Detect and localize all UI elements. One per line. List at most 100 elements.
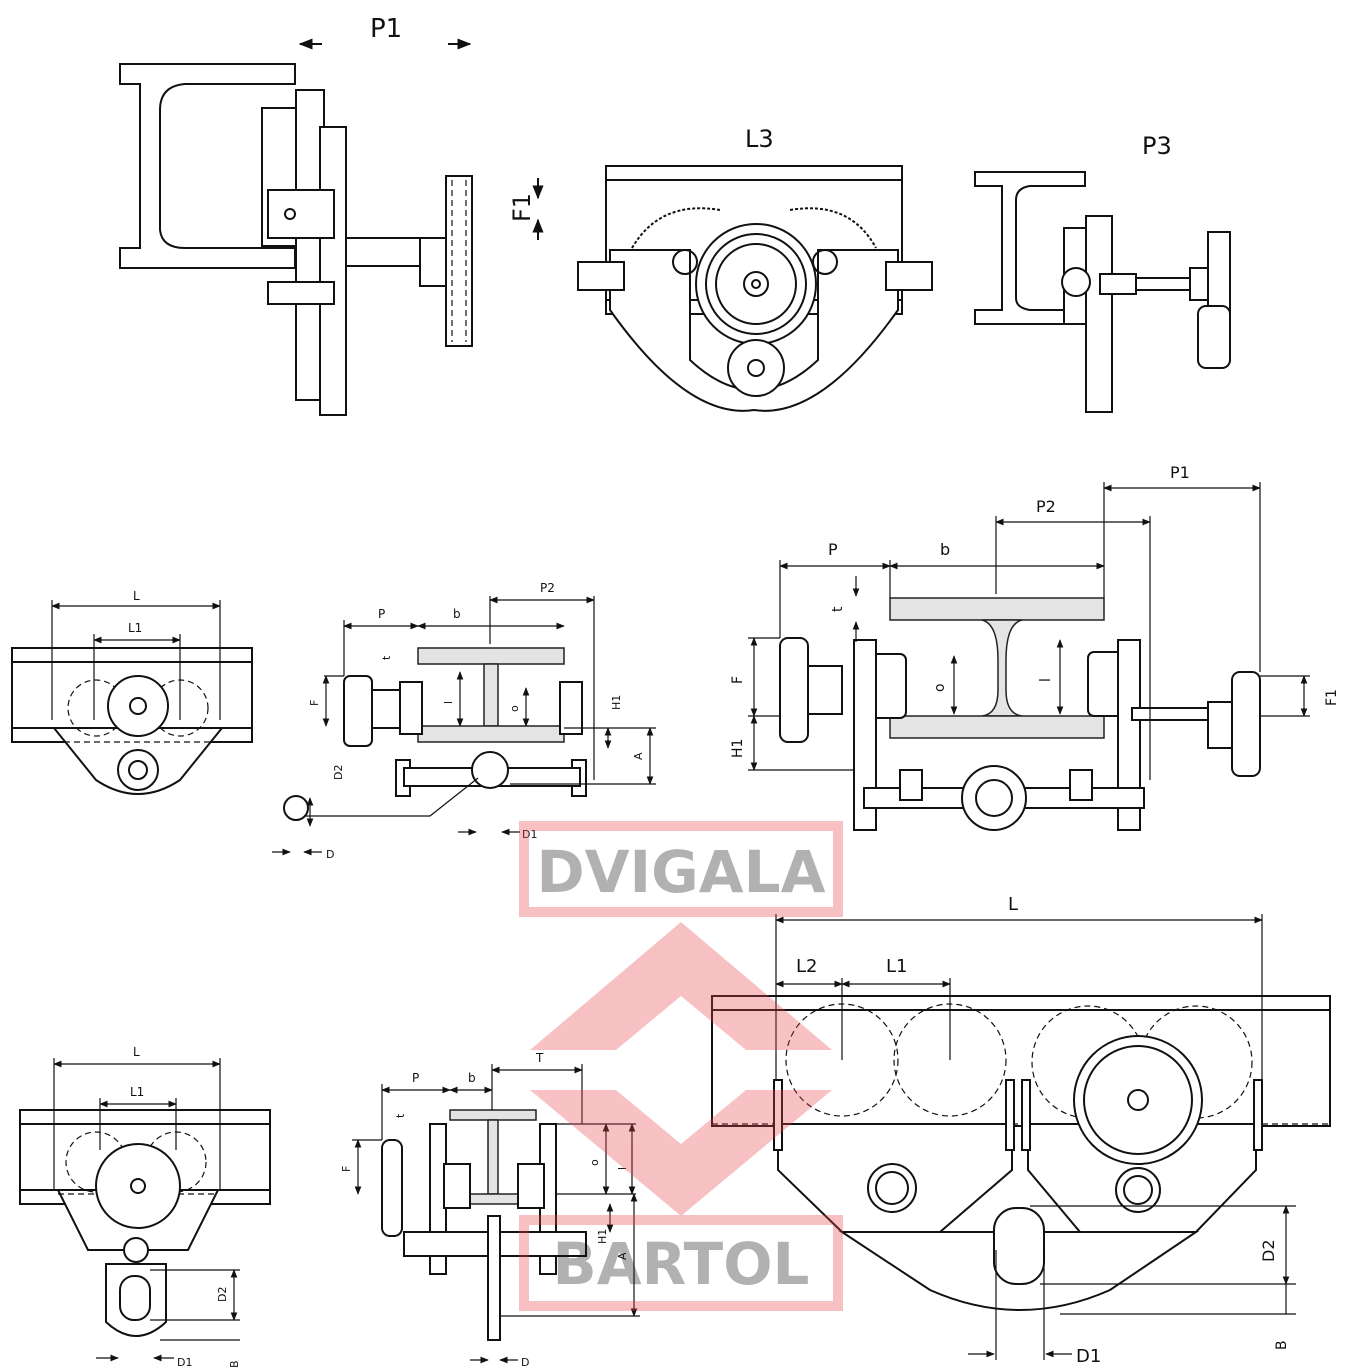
beam-flange-bottom-large bbox=[889, 715, 1105, 739]
label-p-large: P bbox=[828, 540, 838, 559]
axle-stub-right bbox=[885, 261, 933, 291]
label-p2-small: P2 bbox=[540, 581, 555, 595]
watermark-box-bottom bbox=[519, 1215, 843, 1311]
travel-wheel-large bbox=[1073, 1035, 1203, 1165]
label-h1-small: H1 bbox=[610, 695, 623, 710]
label-p-small: P bbox=[378, 607, 385, 621]
hex-nut-bot bbox=[123, 1237, 149, 1263]
label-d2-bot: D2 bbox=[216, 1287, 229, 1302]
label-h1-large: H1 bbox=[730, 739, 746, 758]
side-plate-large-right bbox=[1117, 639, 1141, 831]
mid-plate-left bbox=[1005, 1079, 1015, 1151]
label-f-small: F bbox=[308, 700, 321, 706]
watermark-box-top bbox=[519, 821, 843, 917]
view-bot-right-front: L L2 L1 D2 B D1 bbox=[711, 894, 1331, 1367]
label-l1-large: L1 bbox=[886, 956, 907, 977]
view-p1-side: P1 F1 bbox=[119, 14, 544, 416]
beam-flange-top bbox=[417, 647, 565, 665]
hex-nut-large-right bbox=[1115, 1167, 1161, 1213]
shaft-hub-large bbox=[1207, 701, 1235, 749]
beam-web-large bbox=[981, 619, 1023, 717]
hex-nut-large-left-inner bbox=[875, 1171, 909, 1205]
travel-wheel-inner bbox=[715, 243, 797, 325]
label-l1-bot: L1 bbox=[130, 1085, 144, 1099]
suspension-eye-pin bbox=[747, 359, 765, 377]
wheel-left-bot bbox=[443, 1163, 471, 1209]
label-d1-small: D1 bbox=[522, 828, 537, 841]
shaft-small bbox=[371, 689, 403, 729]
label-p1-top: P1 bbox=[370, 14, 402, 44]
label-b-large: b bbox=[940, 540, 950, 559]
suspension-hole-bot bbox=[119, 1275, 151, 1321]
load-eye-large-inner bbox=[975, 779, 1013, 817]
hanger-bar-bot bbox=[487, 1215, 501, 1341]
label-l-small: L bbox=[133, 589, 140, 603]
beam-flange-top-large bbox=[889, 597, 1105, 621]
view-p3-side: P3 bbox=[974, 132, 1231, 413]
label-d2-large: D2 bbox=[1259, 1240, 1278, 1263]
label-d1-large: D1 bbox=[1076, 1346, 1101, 1367]
label-b-bot: b bbox=[468, 1071, 476, 1085]
drive-shaft-large bbox=[1131, 707, 1209, 721]
label-l-bot-section: l bbox=[616, 1167, 629, 1170]
suspension-eye-small bbox=[117, 749, 159, 791]
label-d-small: D bbox=[326, 848, 334, 861]
view-bot-left-front: L L1 D2 D1 B bbox=[19, 1045, 271, 1369]
travel-wheel-bot bbox=[95, 1143, 181, 1229]
label-d1-bot: D1 bbox=[177, 1356, 192, 1369]
leader-detail bbox=[292, 777, 479, 817]
suspension-hole-large bbox=[993, 1207, 1045, 1285]
label-o-small: o bbox=[508, 705, 521, 712]
label-t-bot: t bbox=[394, 1113, 407, 1118]
label-h1-bot: H1 bbox=[596, 1229, 609, 1244]
wheel-right-small bbox=[559, 681, 583, 735]
lower-clamp bbox=[267, 281, 335, 305]
label-l3-top: L3 bbox=[745, 125, 774, 153]
label-o-large: o bbox=[932, 683, 948, 692]
label-f-bot: F bbox=[340, 1166, 353, 1172]
wheel-left-small bbox=[399, 681, 423, 735]
chain-wheel-large-left bbox=[779, 637, 809, 743]
beam-web bbox=[483, 663, 499, 727]
end-plate-right bbox=[1253, 1079, 1263, 1151]
chain-wheel-bot bbox=[381, 1139, 403, 1237]
watermark-diamond bbox=[530, 922, 832, 1216]
label-f1-large: F1 bbox=[1324, 689, 1340, 706]
travel-wheel-hub-bot bbox=[130, 1178, 146, 1194]
i-beam-profile-p3 bbox=[974, 171, 1086, 325]
side-plate-p3 bbox=[1085, 215, 1113, 413]
label-p2-large: P2 bbox=[1036, 497, 1056, 516]
suspension-eye-pin-small bbox=[128, 760, 148, 780]
view-mid-right-section: P b P2 P1 t F o l F1 H1 bbox=[730, 463, 1340, 831]
load-eye-small bbox=[471, 751, 509, 789]
side-plate-large-left bbox=[853, 639, 877, 831]
watermark-logo: DVIGALA BARTOL bbox=[519, 821, 843, 1311]
label-l-large: L bbox=[1008, 894, 1018, 915]
label-o-bot: o bbox=[588, 1159, 601, 1166]
label-l-bot: L bbox=[133, 1045, 140, 1059]
chain-guard-p3 bbox=[1197, 305, 1231, 369]
label-d-bot: D bbox=[521, 1356, 529, 1369]
watermark-text-bottom: BARTOL bbox=[553, 1230, 810, 1298]
label-l-section-small: l bbox=[442, 701, 455, 704]
drive-shaft-p3 bbox=[1135, 277, 1193, 291]
chain-wheel-large-right bbox=[1231, 671, 1261, 777]
label-l-large: l bbox=[1038, 678, 1054, 682]
side-hole-right bbox=[812, 249, 838, 275]
label-f1-top: F1 bbox=[508, 193, 536, 222]
label-p3-top: P3 bbox=[1142, 132, 1172, 160]
mid-plate-right bbox=[1021, 1079, 1031, 1151]
travel-wheel-axle bbox=[751, 279, 761, 289]
drive-shaft bbox=[345, 237, 423, 267]
travel-wheel-hub-small bbox=[129, 697, 147, 715]
hand-chain-wheel bbox=[445, 175, 473, 347]
label-f-large: F bbox=[730, 676, 746, 684]
label-b-bot: B bbox=[228, 1360, 241, 1368]
travel-wheel-large-hub bbox=[1127, 1089, 1149, 1111]
gear-teeth-right bbox=[789, 207, 877, 249]
bearing-block bbox=[267, 189, 335, 239]
axle-stub-left bbox=[577, 261, 625, 291]
i-beam-profile bbox=[119, 63, 296, 269]
label-p-bot: P bbox=[412, 1071, 419, 1085]
